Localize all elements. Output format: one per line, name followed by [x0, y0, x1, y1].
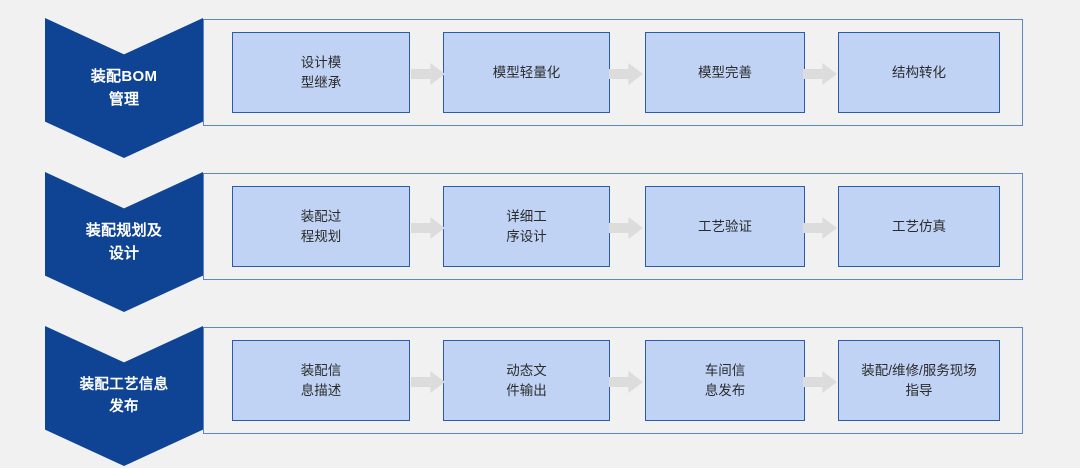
row-banner-label: 装配BOM 管理 [90, 67, 158, 108]
arrow-right-icon [411, 63, 445, 85]
row-banner-label: 装配工艺信息 发布 [79, 376, 169, 415]
step-group: 设计模 型继承 模型轻量化 模型完善 结构转化 [203, 19, 1023, 126]
process-step-box[interactable]: 工艺验证 [645, 186, 805, 267]
row-banner-chevron[interactable]: 装配BOM 管理 [45, 18, 203, 158]
process-step-box[interactable]: 动态文 件输出 [443, 340, 610, 421]
arrow-right-icon [411, 371, 445, 393]
process-row-assembly-bom: 装配BOM 管理 设计模 型继承 模型轻量化 模型完善 结构转化 [0, 8, 1080, 158]
row-banner-label: 装配规划及 设计 [85, 221, 163, 262]
process-step-box[interactable]: 车间信 息发布 [645, 340, 805, 421]
process-step-box[interactable]: 装配/维修/服务现场 指导 [838, 340, 1000, 421]
process-step-box[interactable]: 设计模 型继承 [232, 32, 410, 113]
process-step-label: 模型轻量化 [492, 64, 561, 80]
process-step-label: 装配/维修/服务现场 指导 [861, 362, 977, 398]
process-step-box[interactable]: 模型轻量化 [443, 32, 610, 113]
process-step-label: 车间信 息发布 [704, 362, 746, 398]
process-step-box[interactable]: 模型完善 [645, 32, 805, 113]
row-banner-chevron[interactable]: 装配工艺信息 发布 [45, 326, 203, 466]
arrow-right-icon [803, 63, 837, 85]
process-step-label: 结构转化 [892, 64, 946, 80]
process-step-box[interactable]: 工艺仿真 [838, 186, 1000, 267]
arrow-right-icon [803, 217, 837, 239]
row-banner-chevron[interactable]: 装配规划及 设计 [45, 172, 203, 312]
arrow-right-icon [803, 371, 837, 393]
step-group: 装配信 息描述 动态文 件输出 车间信 息发布 装配/维修/服务现场 指导 [203, 327, 1023, 434]
process-step-box[interactable]: 装配信 息描述 [232, 340, 410, 421]
process-step-label: 工艺验证 [698, 218, 752, 234]
arrow-right-icon [609, 217, 643, 239]
arrow-right-icon [609, 371, 643, 393]
process-step-box[interactable]: 结构转化 [838, 32, 1000, 113]
step-group: 装配过 程规划 详细工 序设计 工艺验证 工艺仿真 [203, 173, 1023, 280]
process-row-process-info-release: 装配工艺信息 发布 装配信 息描述 动态文 件输出 车间信 息发布 装配/维修/… [0, 316, 1080, 466]
process-step-label: 详细工 序设计 [506, 208, 547, 244]
process-step-box[interactable]: 装配过 程规划 [232, 186, 410, 267]
process-step-label: 工艺仿真 [892, 218, 946, 234]
process-row-assembly-planning: 装配规划及 设计 装配过 程规划 详细工 序设计 工艺验证 工艺仿真 [0, 162, 1080, 312]
process-step-label: 设计模 型继承 [300, 54, 342, 90]
arrow-right-icon [609, 63, 643, 85]
process-step-label: 装配过 程规划 [300, 208, 342, 244]
process-step-label: 动态文 件输出 [506, 362, 547, 398]
arrow-right-icon [411, 217, 445, 239]
process-step-label: 模型完善 [698, 64, 752, 80]
process-step-label: 装配信 息描述 [300, 362, 342, 398]
process-step-box[interactable]: 详细工 序设计 [443, 186, 610, 267]
